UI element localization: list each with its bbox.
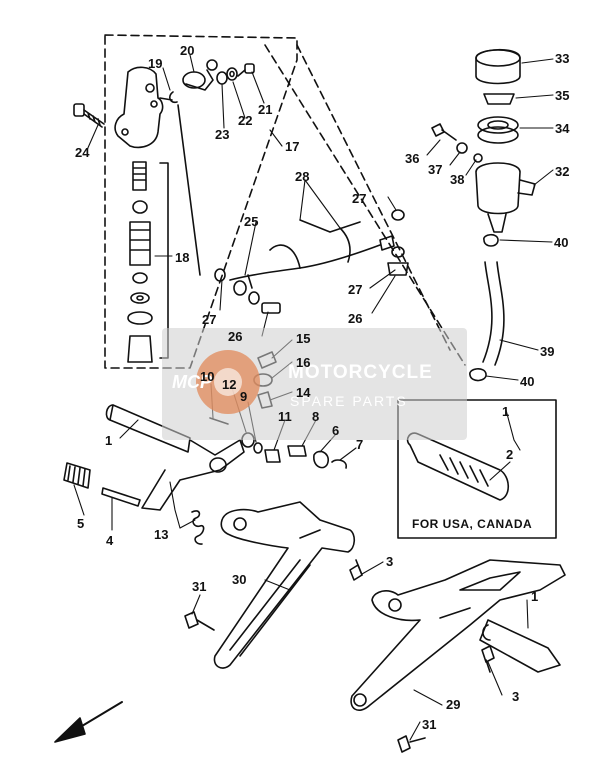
master-cylinder-body (114, 66, 173, 149)
hose-clamp-40-bottom (469, 368, 487, 382)
brake-hose-25 (177, 104, 395, 289)
callout-34: 34 (555, 121, 570, 136)
callout-19: 19 (148, 56, 163, 71)
reservoir-leader-line-2 (296, 44, 451, 351)
callout-27a: 27 (352, 191, 367, 206)
bolt-3-lower (481, 645, 495, 673)
callout-6: 6 (332, 423, 340, 438)
callout-15: 15 (296, 331, 311, 346)
washer-37 (456, 142, 468, 154)
callout-37: 37 (428, 162, 443, 177)
callout-40a: 40 (554, 235, 569, 250)
callout-26b: 26 (228, 329, 243, 344)
callout-27b: 27 (348, 282, 363, 297)
callout-30: 30 (232, 572, 247, 587)
callout-35: 35 (555, 88, 570, 103)
master-cylinder-group-border (104, 34, 298, 369)
callout-3b: 3 (512, 689, 520, 704)
washer-38 (473, 153, 483, 163)
usa-canada-inset-box (397, 399, 557, 539)
reservoir-cap-33 (475, 48, 521, 85)
callout-22: 22 (238, 113, 253, 128)
inset-caption: FOR USA, CANADA (412, 517, 533, 531)
callout-11: 11 (278, 409, 292, 424)
callout-17: 17 (285, 139, 300, 154)
spring-13 (191, 510, 205, 545)
callout-16: 16 (296, 355, 311, 370)
washers-27 (214, 209, 405, 305)
hose-clamp-40-top (483, 233, 499, 247)
footpeg-1-right (479, 619, 561, 673)
callout-26a: 26 (348, 311, 363, 326)
banjo-fitting-20 (182, 59, 218, 91)
pin-4 (101, 487, 141, 507)
watermark-gear-icon (196, 350, 260, 414)
diaphragm-plate-34 (477, 116, 519, 144)
bolt-21 (237, 63, 255, 77)
callout-2: 2 (506, 447, 514, 462)
reservoir-hose-39 (482, 261, 505, 366)
bolt-24 (73, 103, 105, 128)
callout-1c: 1 (531, 589, 539, 604)
callout-1a: 1 (105, 433, 113, 448)
callout-31a: 31 (192, 579, 207, 594)
callout-23: 23 (215, 127, 230, 142)
callout-40b: 40 (520, 374, 535, 389)
reservoir-leader-line (264, 44, 466, 366)
callout-39: 39 (540, 344, 555, 359)
footpeg-rubber-5 (63, 462, 91, 489)
callout-21: 21 (258, 102, 273, 117)
bolt-31-left (184, 611, 215, 631)
inset-footpeg (406, 432, 510, 501)
bolt-36 (431, 123, 457, 141)
callout-7: 7 (356, 437, 364, 452)
circlip-19 (168, 91, 178, 104)
callout-1b: 1 (502, 404, 510, 419)
callout-18: 18 (175, 250, 190, 265)
callout-38: 38 (450, 172, 465, 187)
washers-22-23 (216, 67, 238, 85)
callout-24: 24 (75, 145, 90, 160)
reservoir-body-32 (475, 162, 536, 233)
watermark-subtitle: SPARE PARTS (290, 393, 408, 409)
callout-4: 4 (106, 533, 114, 548)
callout-25: 25 (244, 214, 259, 229)
footrest-bracket-29 (350, 559, 566, 711)
callout-36: 36 (405, 151, 420, 166)
callout-9: 9 (240, 389, 248, 404)
callout-10: 10 (200, 369, 215, 384)
callout-8: 8 (312, 409, 320, 424)
direction-arrow (54, 701, 123, 743)
callout-28: 28 (295, 169, 310, 184)
callout-5: 5 (77, 516, 85, 531)
bolt-3-upper (349, 559, 363, 581)
callout-31b: 31 (422, 717, 437, 732)
callout-3a: 3 (386, 554, 394, 569)
bolts-26 (261, 262, 409, 314)
callout-29: 29 (446, 697, 461, 712)
callout-32: 32 (555, 164, 570, 179)
callout-12: 12 (222, 377, 237, 392)
callout-33: 33 (555, 51, 570, 66)
bracket-lever-30 (213, 501, 356, 669)
watermark-logo-text: MCP (172, 372, 212, 392)
callout-13: 13 (154, 527, 169, 542)
watermark-title: MOTORCYCLE (288, 362, 433, 383)
callout-20: 20 (180, 43, 195, 58)
bolt-31-lower (397, 735, 426, 753)
diaphragm-35 (483, 93, 515, 105)
callout-27c: 27 (202, 312, 217, 327)
callout-14: 14 (296, 385, 311, 400)
